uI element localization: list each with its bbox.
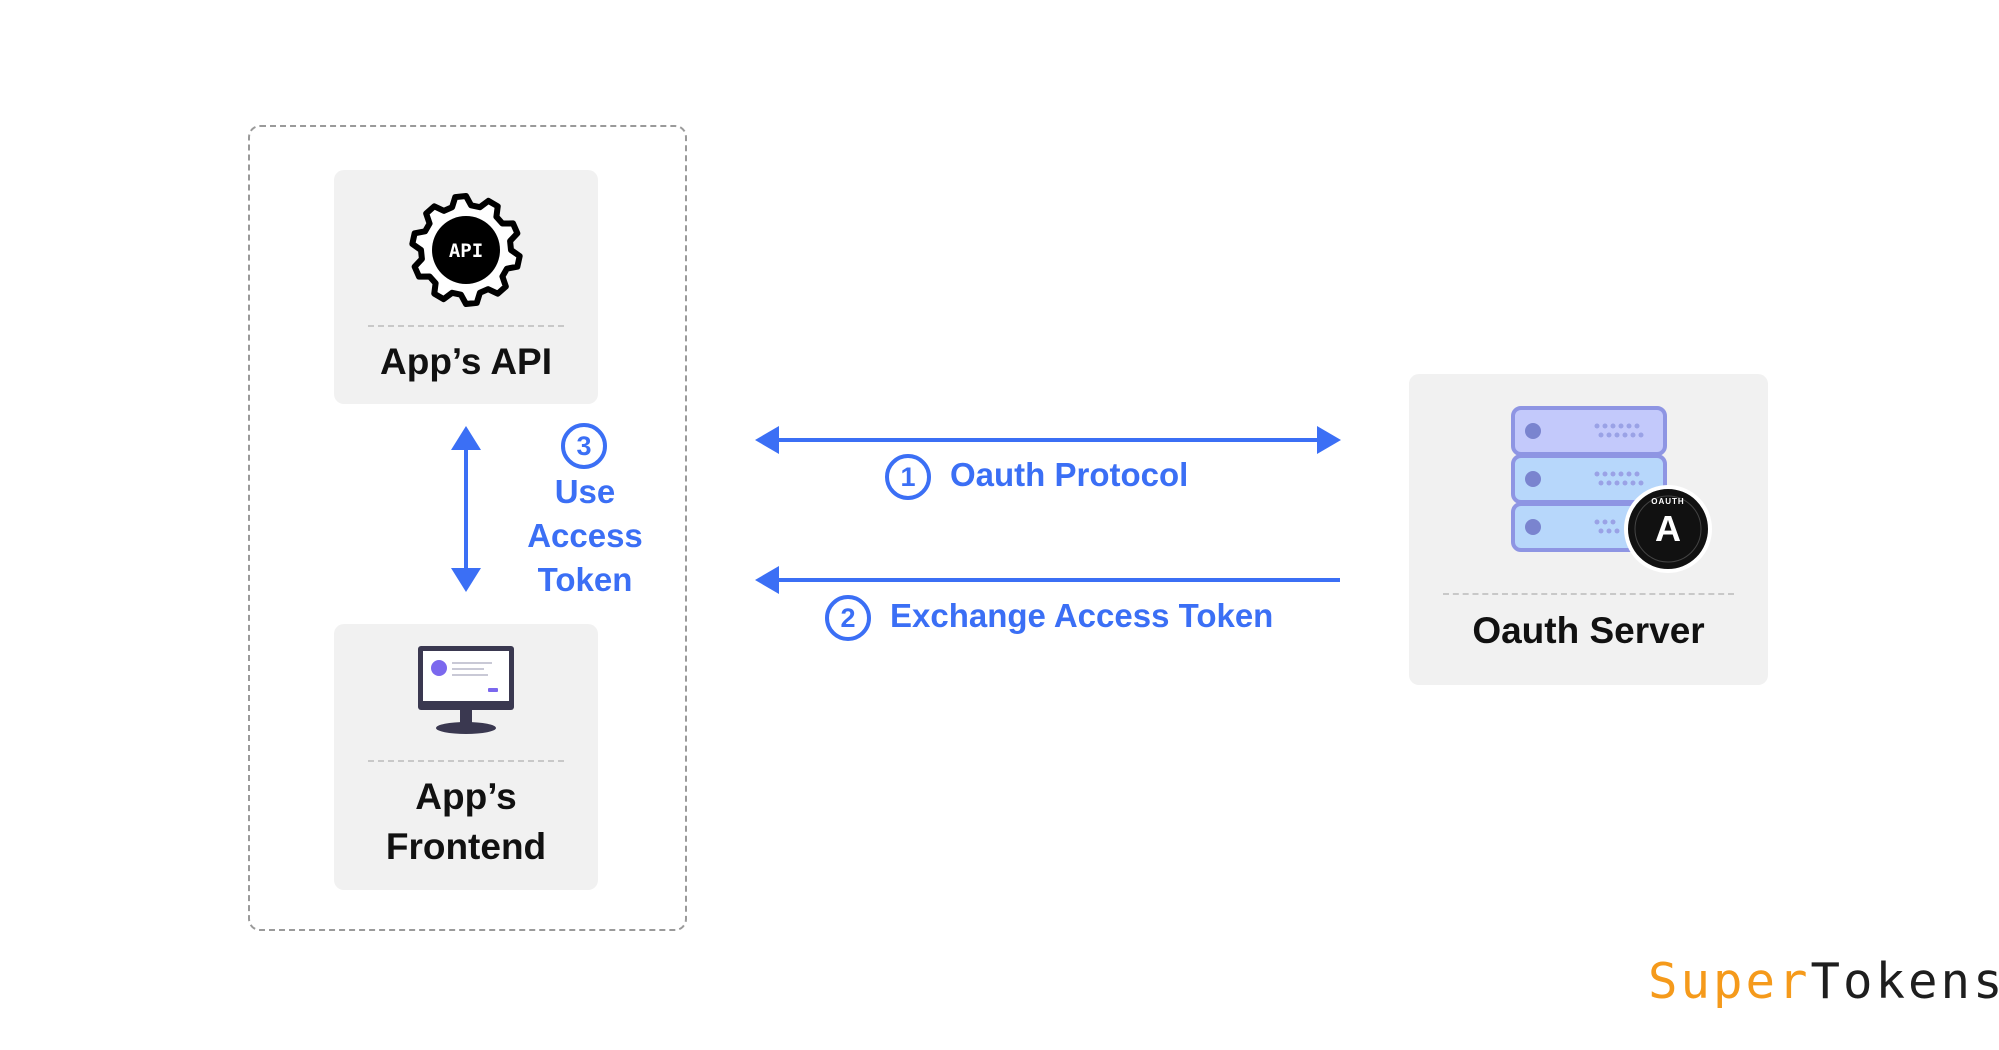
- step-1-number: 1: [885, 454, 931, 500]
- frontend-label-line1: App’s: [415, 776, 517, 817]
- step-2-number: 2: [825, 595, 871, 641]
- oauth-badge-letter: A: [1655, 508, 1681, 549]
- server-divider: [1443, 593, 1734, 595]
- app-group-boundary: [248, 125, 687, 931]
- frontend-label-line2: Frontend: [385, 826, 547, 867]
- exchange-token-arrow: [755, 566, 1340, 594]
- step-3-number: 3: [561, 423, 607, 469]
- oauth-server-node: A OAUTH Oauth Server: [1409, 374, 1768, 685]
- api-label: App’s API: [380, 341, 552, 382]
- supertokens-logo: SuperTokens: [1648, 952, 1999, 1012]
- step-3-label-line2: Access: [527, 517, 643, 554]
- step-2-label: Exchange Access Token: [890, 597, 1274, 634]
- monitor-icon: [418, 646, 514, 734]
- api-node: API App’s API: [334, 170, 598, 404]
- step-1-label: Oauth Protocol: [950, 456, 1189, 493]
- oauth-server-label: Oauth Server: [1472, 610, 1705, 651]
- api-gear-icon: API: [409, 193, 523, 307]
- logo-part2: Tokens: [1810, 953, 1999, 1010]
- oauth-protocol-arrow: [755, 426, 1341, 454]
- frontend-node: App’s Frontend: [334, 624, 598, 890]
- oauth-badge-text: OAUTH: [1651, 497, 1684, 506]
- api-divider: [368, 325, 564, 327]
- api-icon-text: API: [449, 240, 483, 262]
- step-3-label-line1: Use: [554, 473, 616, 510]
- step-3-label: Use Access Token: [515, 470, 655, 602]
- oauth-badge-icon: A OAUTH: [1624, 485, 1712, 573]
- use-token-arrow: [451, 426, 481, 592]
- frontend-divider: [368, 760, 564, 762]
- logo-part1: Super: [1648, 953, 1811, 1010]
- step-3-label-line3: Token: [537, 561, 633, 598]
- frontend-label: App’s Frontend: [334, 772, 598, 872]
